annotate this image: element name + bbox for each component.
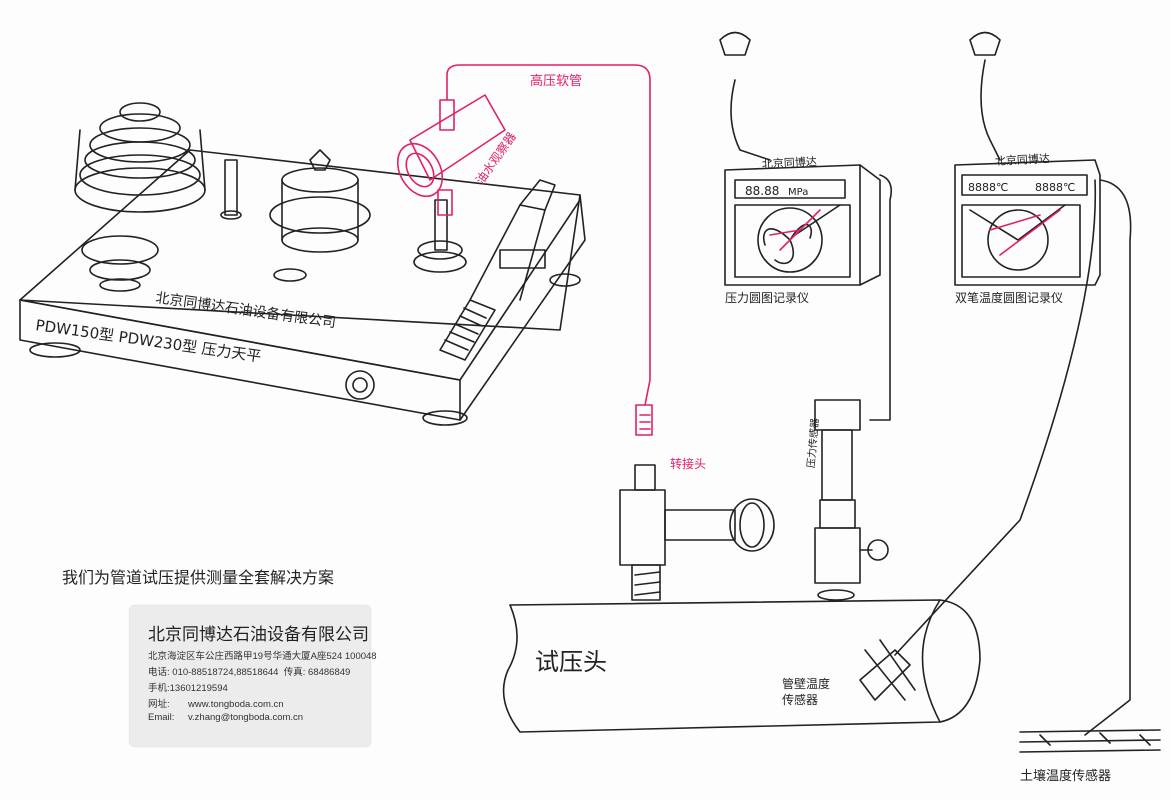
soil-ground: [1020, 730, 1160, 752]
label-company-on-balance: 北京同博达石油设备有限公司: [154, 289, 337, 331]
adapter-valve: [620, 465, 774, 600]
pressure-recorder: [720, 33, 891, 421]
card-web: www.tongboda.com.cn: [188, 699, 284, 710]
label-adapter: 转接头: [670, 456, 706, 471]
pressure-sensor-stack: [815, 400, 888, 600]
slogan: 我们为管道试压提供测量全套解决方案: [62, 568, 334, 587]
label-temp-recorder: 双笔温度圆图记录仪: [955, 290, 1063, 305]
card-mobile-label: 手机:: [148, 683, 170, 694]
label-temp-display-1: 8888℃: [968, 181, 1008, 194]
label-temp-display-2: 8888℃: [1035, 181, 1075, 194]
oil-water-observer: [389, 95, 505, 215]
card-phone-row: 电话: 010-88518724,88518644 传真: 68486849: [148, 664, 350, 678]
label-soil-temp-sensor: 土壤温度传感器: [1020, 768, 1111, 784]
weight-stack: [75, 103, 205, 212]
label-pipe-temp-sensor-2: 传感器: [782, 692, 818, 707]
label-pressure-recorder: 压力圆图记录仪: [725, 291, 809, 305]
label-test-head: 试压头: [535, 648, 607, 676]
card-mobile-row: 手机:13601219594: [148, 680, 228, 694]
label-pipe-temp-sensor-1: 管壁温度: [782, 676, 830, 691]
label-pressure-recorder-brand: 北京同博达: [761, 154, 817, 171]
label-hose: 高压软管: [530, 73, 582, 89]
card-web-row: 网址:www.tongboda.com.cn: [148, 696, 284, 710]
card-company: 北京同博达石油设备有限公司: [148, 620, 369, 645]
hose-end-fitting: [636, 405, 652, 435]
card-mobile: 13601219594: [170, 683, 228, 694]
temperature-recorder: [955, 33, 1131, 736]
label-temp-recorder-brand: 北京同博达: [994, 151, 1050, 168]
label-pressure-sensor: 压力传感器: [804, 418, 821, 469]
card-phone-label: 电话:: [148, 667, 170, 678]
label-pressure-unit: MPa: [788, 187, 808, 198]
card-fax: 68486849: [308, 667, 350, 678]
card-fax-label: 传真:: [284, 667, 306, 678]
card-email-row: Email:v.zhang@tongboda.com.cn: [148, 712, 303, 723]
card-phone: 010-88518724,88518644: [172, 667, 278, 678]
pipe-wall-sensor: [860, 180, 1095, 700]
card-address: 北京海淀区车公庄西路甲19号华通大厦A座524 100048: [148, 648, 377, 662]
card-email-label: Email:: [148, 712, 188, 723]
label-observer: 油水观察器: [473, 130, 519, 187]
business-card: 北京同博达石油设备有限公司 北京海淀区车公庄西路甲19号华通大厦A座524 10…: [130, 606, 370, 746]
card-web-label: 网址:: [148, 696, 188, 710]
card-email: v.zhang@tongboda.com.cn: [188, 712, 303, 723]
label-pressure-display: 88.88: [745, 184, 779, 198]
